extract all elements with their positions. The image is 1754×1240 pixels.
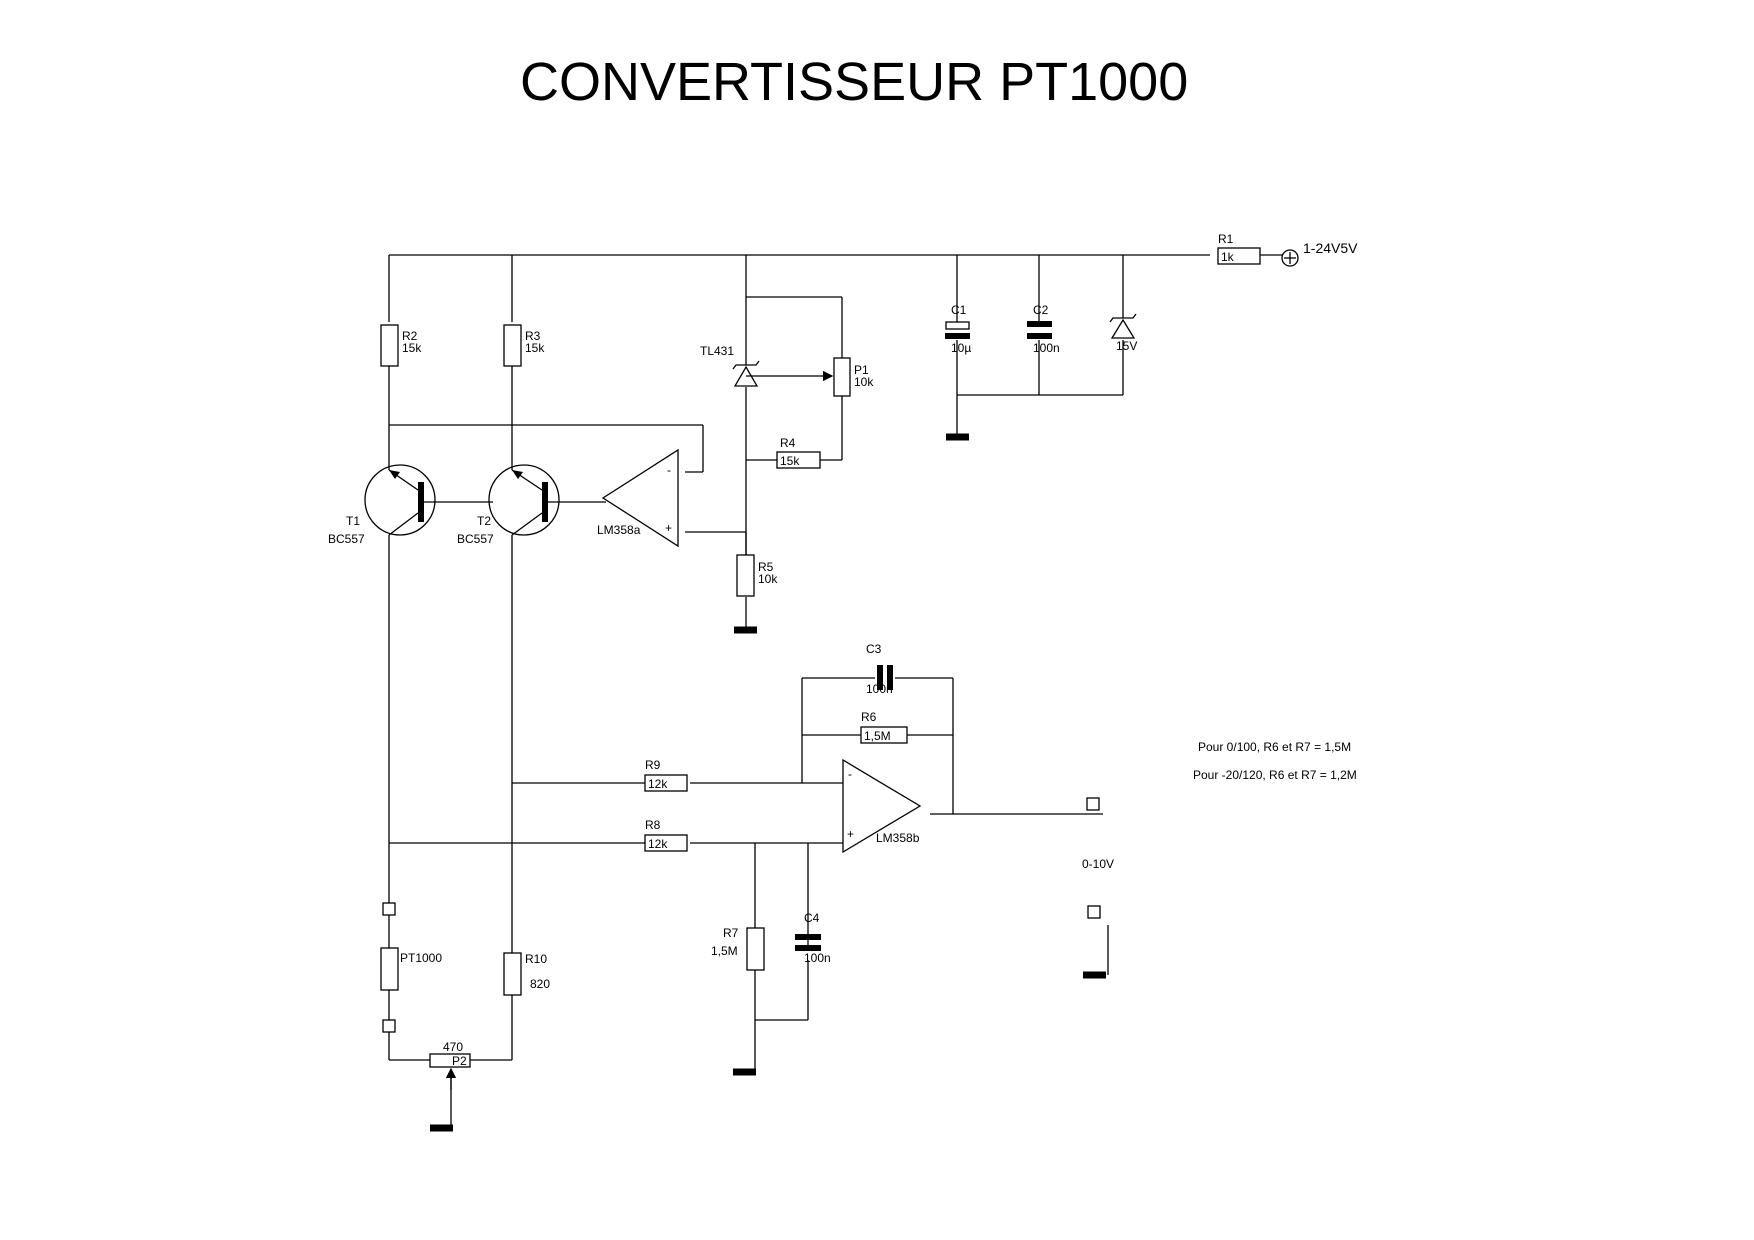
opamp-lm358b: - + LM358b — [842, 758, 922, 854]
r9-value: 12k — [648, 777, 668, 791]
reference-tl431: TL431 — [700, 344, 760, 387]
potentiometer-p1: P1 10k — [746, 357, 874, 397]
r4-value: 15k — [780, 454, 800, 468]
wires — [388, 254, 1283, 1128]
resistor-r8: R8 12k — [644, 818, 688, 852]
tl431-label: TL431 — [700, 344, 734, 358]
t1-type: BC557 — [328, 532, 365, 546]
t1-ref: T1 — [346, 514, 360, 528]
c1-ref: C1 — [951, 303, 967, 317]
r3-value: 15k — [525, 341, 545, 355]
note-range-0-100: Pour 0/100, R6 et R7 = 1,5M — [1198, 740, 1351, 754]
resistor-r5: R5 10k — [736, 554, 778, 597]
supply-voltage-label: 1-24V5V — [1303, 240, 1358, 256]
sensor-pt1000: PT1000 — [380, 902, 442, 1033]
r5-ref: R5 — [758, 560, 774, 574]
r6-ref: R6 — [861, 710, 877, 724]
c1-value: 10µ — [951, 341, 971, 355]
lm358b-minus: - — [848, 767, 852, 781]
capacitor-c1: C1 10µ — [945, 303, 971, 355]
transistor-t2: T2 BC557 — [457, 464, 560, 546]
lm358a-plus: + — [665, 521, 672, 535]
r1-value: 1k — [1221, 250, 1235, 264]
lm358a-label: LM358a — [597, 523, 641, 537]
resistor-r10: R10 820 — [503, 952, 550, 996]
r2-value: 15k — [402, 341, 422, 355]
lm358b-plus: + — [847, 827, 854, 841]
supply-resistor-r1: R1 1k — [1217, 232, 1261, 265]
supply-terminal: 1-24V5V — [1281, 240, 1358, 267]
c4-value: 100n — [804, 951, 831, 965]
p1-value: 10k — [854, 375, 874, 389]
output-terminals: 0-10V — [1082, 797, 1114, 919]
r8-value: 12k — [648, 837, 668, 851]
transistor-t1: T1 BC557 — [328, 464, 436, 546]
resistor-r7: R7 1,5M — [711, 926, 765, 971]
capacitor-c4: C4 100n — [795, 911, 831, 965]
r7-value: 1,5M — [711, 944, 738, 958]
zener-value: 15V — [1116, 339, 1137, 353]
r6-value: 1,5M — [864, 729, 891, 743]
p1-ref: P1 — [854, 363, 869, 377]
r9-ref: R9 — [645, 758, 661, 772]
zener-diode: 15V — [1109, 313, 1137, 353]
r1-ref: R1 — [1218, 232, 1234, 246]
page-title: CONVERTISSEUR PT1000 — [520, 52, 1188, 112]
t2-type: BC557 — [457, 532, 494, 546]
r8-ref: R8 — [645, 818, 661, 832]
ground-symbols — [430, 433, 1106, 1132]
t2-ref: T2 — [477, 514, 491, 528]
opamp-lm358a: - + LM358a — [597, 448, 679, 548]
lm358b-label: LM358b — [876, 831, 920, 845]
c4-ref: C4 — [804, 911, 820, 925]
resistor-r4: R4 15k — [776, 436, 821, 469]
r4-ref: R4 — [780, 436, 796, 450]
resistor-r6: R6 1,5M — [860, 710, 908, 744]
capacitor-c3: C3 100n — [866, 642, 893, 696]
c3-value: 100n — [866, 682, 893, 696]
c2-ref: C2 — [1033, 303, 1049, 317]
r2-ref: R2 — [402, 329, 418, 343]
output-range-label: 0-10V — [1082, 857, 1114, 871]
r5-value: 10k — [758, 572, 778, 586]
r10-value: 820 — [530, 977, 550, 991]
r7-ref: R7 — [723, 926, 739, 940]
lm358a-minus: - — [667, 463, 671, 477]
r3-ref: R3 — [525, 329, 541, 343]
capacitor-c2: C2 100n — [1027, 303, 1060, 355]
p2-value: 470 — [443, 1040, 463, 1054]
resistor-r9: R9 12k — [644, 758, 688, 792]
resistor-r2: R2 15k — [380, 324, 422, 367]
p2-ref: P2 — [452, 1054, 467, 1068]
resistor-r3: R3 15k — [503, 324, 545, 367]
pt1000-label: PT1000 — [400, 951, 442, 965]
note-range-minus20-120: Pour -20/120, R6 et R7 = 1,2M — [1193, 768, 1357, 782]
c3-ref: C3 — [866, 642, 882, 656]
c2-value: 100n — [1033, 341, 1060, 355]
r10-ref: R10 — [525, 952, 547, 966]
potentiometer-p2: 470 P2 — [429, 1040, 471, 1090]
